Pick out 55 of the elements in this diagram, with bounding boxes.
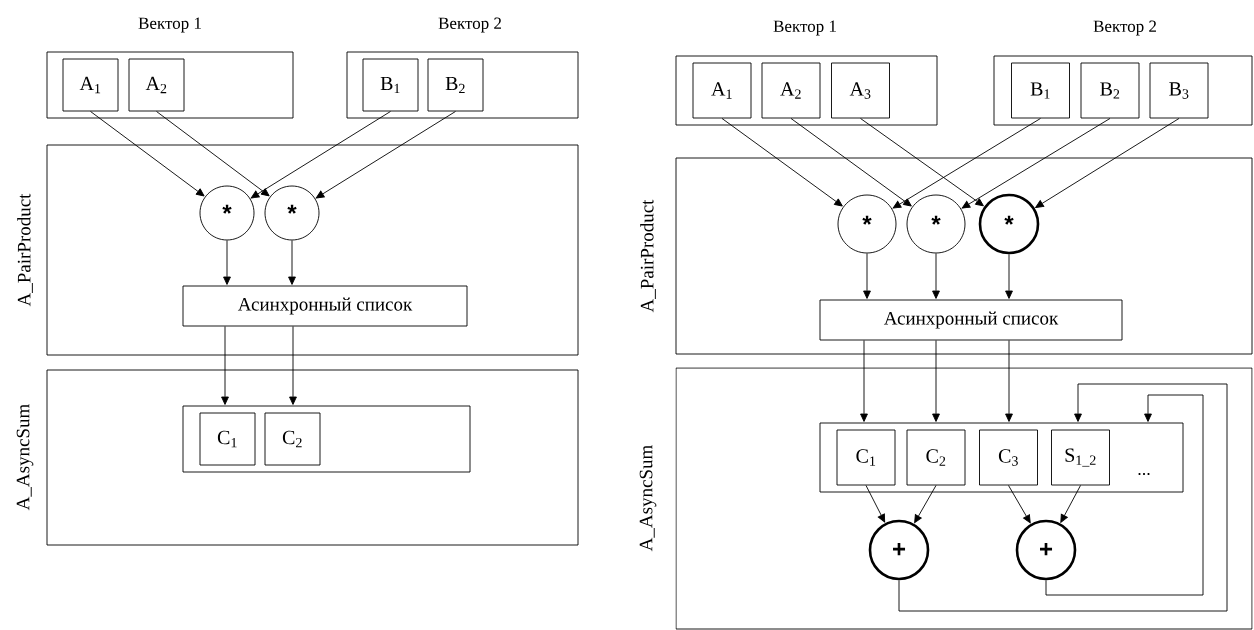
arrow xyxy=(892,118,1041,209)
node-label: Вектор 1 xyxy=(773,20,836,36)
list-box xyxy=(819,422,1184,493)
node-label: A_PairProduct xyxy=(640,199,656,313)
arrow xyxy=(289,326,297,405)
element-box: C$_{2}$ xyxy=(906,429,966,486)
arrow xyxy=(898,383,1228,612)
arrow xyxy=(223,240,231,285)
element-box: S$_{1_2}$ xyxy=(1051,429,1110,486)
element-box: C$_{1}$ xyxy=(199,412,256,466)
node-label: A_PairProduct xyxy=(17,193,33,307)
arrow xyxy=(860,340,868,422)
arrow xyxy=(1005,340,1013,422)
arrow xyxy=(1045,394,1204,596)
arrow xyxy=(721,118,843,207)
element-box: C$_{3}$ xyxy=(979,429,1038,486)
arrow xyxy=(860,118,984,207)
element-box: B$_{2}$ xyxy=(1080,62,1140,119)
arrow xyxy=(961,118,1111,209)
element-box: C$_{1}$ xyxy=(836,429,896,486)
element-box: A$_{1}$ xyxy=(62,58,119,112)
node-label: A_AsyncSum xyxy=(639,445,657,552)
element-box: C$_{2}$ xyxy=(264,412,321,466)
node-label: A_AsyncSum xyxy=(16,404,34,511)
list-box xyxy=(182,405,471,473)
arrow xyxy=(315,111,456,199)
arrow xyxy=(250,111,391,199)
list-box: Асинхронный список xyxy=(182,285,468,327)
element-box: B$_{3}$ xyxy=(1149,62,1209,119)
node-label: Вектор 1 xyxy=(138,17,201,33)
element-box: A$_{3}$ xyxy=(831,62,890,119)
arrow xyxy=(221,326,229,405)
arrow xyxy=(1060,485,1081,523)
element-box: A$_{2}$ xyxy=(761,62,821,119)
arrow xyxy=(1035,118,1180,208)
ellipsis: ... xyxy=(1138,472,1150,476)
arrow xyxy=(90,111,205,197)
arrow xyxy=(1008,485,1031,524)
node-label: Вектор 2 xyxy=(438,17,501,33)
node-label: Вектор 2 xyxy=(1093,20,1156,36)
arrow xyxy=(156,111,270,197)
arrow xyxy=(914,485,937,524)
arrow xyxy=(865,485,886,523)
arrow xyxy=(790,118,912,207)
arrow xyxy=(932,340,940,422)
arrow xyxy=(863,253,871,299)
element-box: A$_{2}$ xyxy=(128,58,185,112)
arrow xyxy=(1005,253,1013,299)
arrow xyxy=(932,253,940,299)
list-box: Асинхронный список xyxy=(819,299,1123,341)
element-box: B$_{1}$ xyxy=(1011,62,1070,119)
element-box: B$_{2}$ xyxy=(427,58,484,112)
element-box: A$_{1}$ xyxy=(692,62,752,119)
arrow xyxy=(288,240,296,285)
element-box: B$_{1}$ xyxy=(362,58,419,112)
